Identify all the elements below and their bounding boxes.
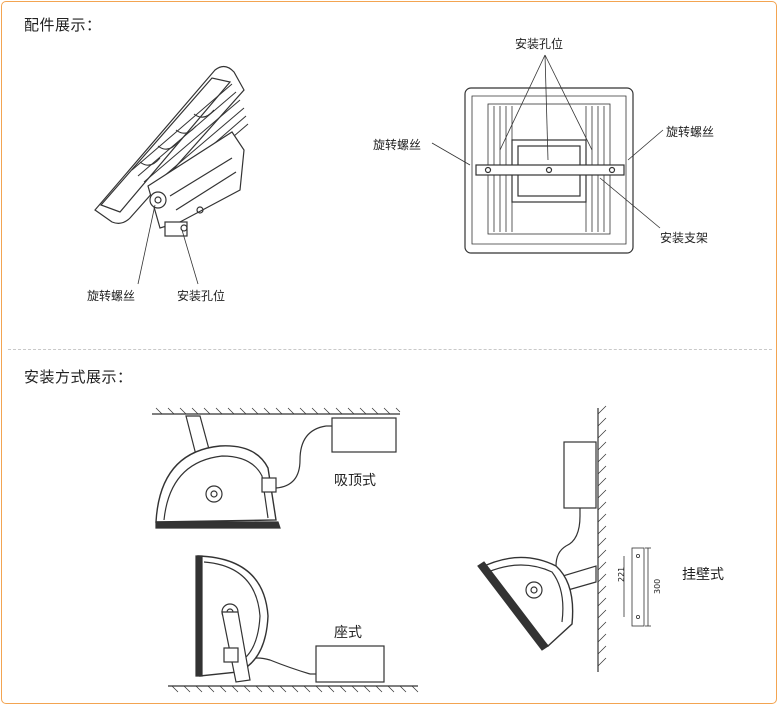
back-view-lamp [431, 54, 664, 254]
back-view-screw-left-label: 旋转螺丝 [373, 138, 422, 152]
parts-section-title: 配件展示： [24, 16, 102, 34]
wall-mount-label: 挂壁式 [682, 567, 724, 583]
section-divider [8, 349, 772, 350]
back-view-bracket-label: 安装支架 [660, 231, 709, 245]
wall-mount-dimension-plate [623, 547, 651, 627]
ceiling-mount-label: 吸顶式 [334, 473, 376, 489]
side-view-lamp [94, 65, 249, 285]
side-view-screw-label: 旋转螺丝 [87, 289, 136, 303]
floor-mount-diagram [168, 555, 419, 693]
dimension-221: 221 [617, 566, 626, 582]
back-view-screw-right-label: 旋转螺丝 [666, 125, 715, 139]
ceiling-mount-diagram [152, 407, 401, 529]
back-view-hole-label: 安装孔位 [515, 37, 564, 51]
back-view-leaders [431, 54, 664, 229]
dimension-300: 300 [653, 578, 662, 594]
wall-mount-diagram [477, 405, 651, 672]
install-section-title: 安装方式展示： [24, 368, 133, 386]
side-view-hole-label: 安装孔位 [177, 289, 226, 303]
floor-mount-label: 座式 [334, 625, 362, 641]
